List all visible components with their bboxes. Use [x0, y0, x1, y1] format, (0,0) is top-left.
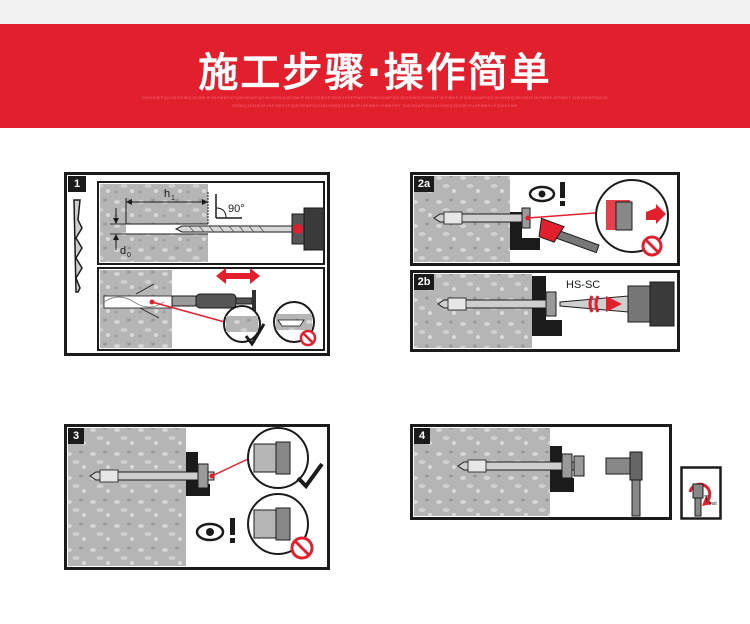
torque-label: T: [704, 494, 710, 504]
step-3-label: 3: [68, 428, 84, 444]
step-2a-panel: 2a: [410, 172, 680, 266]
step-2b-label: 2b: [414, 274, 434, 290]
step-3-panel: 3: [64, 424, 330, 570]
double-arrow-icon: [216, 268, 260, 284]
hammer-icon: [538, 217, 600, 254]
step-2a-label: 2a: [414, 176, 434, 192]
rotation-arrow-icon: [588, 295, 622, 313]
torque-box: T inst: [680, 466, 722, 520]
eye-warning-icon: [528, 182, 565, 206]
banner-top-strip: [0, 0, 750, 24]
hammer-drill-icon: [291, 207, 325, 251]
torque-rotation-icon: [688, 482, 712, 517]
step-1-panel: h 1 d 0 90°: [64, 172, 330, 356]
drill-bit-icon: [73, 199, 83, 293]
blow-pump-icon: [171, 290, 256, 312]
header-banner: 施工步骤·操作简单 DWODWPQOJKOOWQJDOWJFJKFWKFJFQW…: [0, 0, 750, 128]
dimension-h1-label: h: [164, 188, 170, 200]
angle-label: 90°: [228, 203, 245, 215]
dimension-d0-label: d: [120, 245, 126, 257]
not-ok-detail-icon: [273, 301, 317, 347]
dimension-h1-sub: 1: [171, 195, 175, 202]
step-2b-panel: HS-SC 2b: [410, 270, 680, 352]
step-4-panel: 4: [410, 424, 672, 520]
dimension-d0-sub: 0: [127, 252, 131, 259]
step-1-label: 1: [68, 176, 86, 192]
magnified-detail-icon: [595, 179, 669, 257]
page-title: 施工步骤·操作简单: [198, 50, 552, 96]
right-angle-icon: [215, 194, 242, 219]
ok-detail-icon: [223, 305, 266, 347]
banner-subtitle: DWODWPQOJKOOWQJDOWJFJKFWKFJFQWODWPQOJKOO…: [141, 95, 609, 108]
torque-wrench-icon: [605, 451, 643, 517]
torque-sub: inst: [709, 501, 717, 507]
eye-warning-icon: [195, 518, 235, 543]
step-4-label: 4: [414, 428, 430, 444]
tool-name-label: HS-SC: [566, 279, 600, 291]
ok-detail-icon: [247, 427, 324, 490]
not-ok-detail-icon: [247, 493, 314, 560]
